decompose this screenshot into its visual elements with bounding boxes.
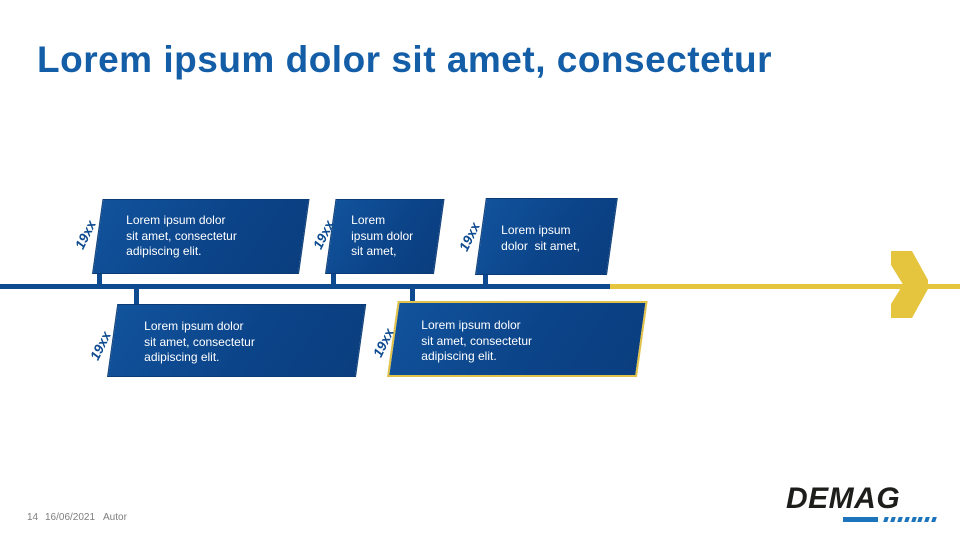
slide-date: 16/06/2021	[45, 512, 96, 523]
box-text-line: sit amet, consectetur	[421, 333, 532, 348]
timeline-box-text: Lorem ipsum dolor sit amet,	[476, 199, 606, 274]
timeline-line-yellow	[610, 284, 960, 289]
timeline-box-lower-1: Lorem ipsum dolor sit amet, consectetur …	[107, 304, 367, 377]
box-text-line: adipiscing elit.	[421, 349, 497, 363]
box-text-line: sit amet, consectetur	[144, 334, 255, 349]
timeline-box-text: Lorem ipsum dolor sit amet,	[326, 200, 433, 273]
chevron-right-icon	[891, 251, 928, 318]
timeline-tick	[331, 270, 336, 285]
timeline-tick	[97, 270, 102, 285]
timeline-box-text: Lorem ipsum dolor sit amet, consectetur …	[389, 303, 635, 375]
slide-title: Lorem ipsum dolor sit amet, consectetur	[37, 39, 772, 80]
slide-page-number: 14	[27, 512, 39, 523]
timeline-box-text: Lorem ipsum dolor sit amet, consectetur …	[108, 305, 355, 376]
box-text-line: adipiscing elit.	[126, 244, 202, 258]
timeline-tick	[410, 288, 415, 304]
logo-bar	[843, 517, 878, 522]
demag-logo: DEMAG	[786, 482, 901, 515]
timeline-line-blue	[0, 284, 610, 289]
box-text-line: ipsum dolor	[351, 228, 414, 243]
timeline-box-upper-1: Lorem ipsum dolor sit amet, consectetur …	[92, 199, 310, 274]
box-text-line: Lorem ipsum	[501, 223, 571, 237]
timeline-box-text: Lorem ipsum dolor sit amet, consectetur …	[93, 200, 298, 273]
timeline-tick	[483, 271, 488, 285]
timeline-box-lower-2-highlighted: Lorem ipsum dolor sit amet, consectetur …	[387, 301, 648, 377]
box-text-line: Lorem ipsum dolor	[421, 318, 521, 332]
box-text-line: sit amet,	[351, 244, 397, 258]
box-text-line: dolor sit amet,	[501, 238, 580, 253]
slide-author: Autor	[103, 512, 127, 523]
box-text-line: sit amet, consectetur	[126, 228, 237, 243]
timeline-box-upper-3: Lorem ipsum dolor sit amet,	[475, 198, 618, 275]
timeline-box-upper-2: Lorem ipsum dolor sit amet,	[325, 199, 445, 274]
logo-dots	[883, 517, 939, 522]
box-text-line: Lorem ipsum dolor	[144, 319, 244, 333]
timeline-tick	[134, 288, 139, 305]
box-text-line: Lorem	[351, 213, 386, 227]
box-text-line: Lorem ipsum dolor	[126, 213, 226, 227]
box-text-line: adipiscing elit.	[144, 350, 220, 364]
